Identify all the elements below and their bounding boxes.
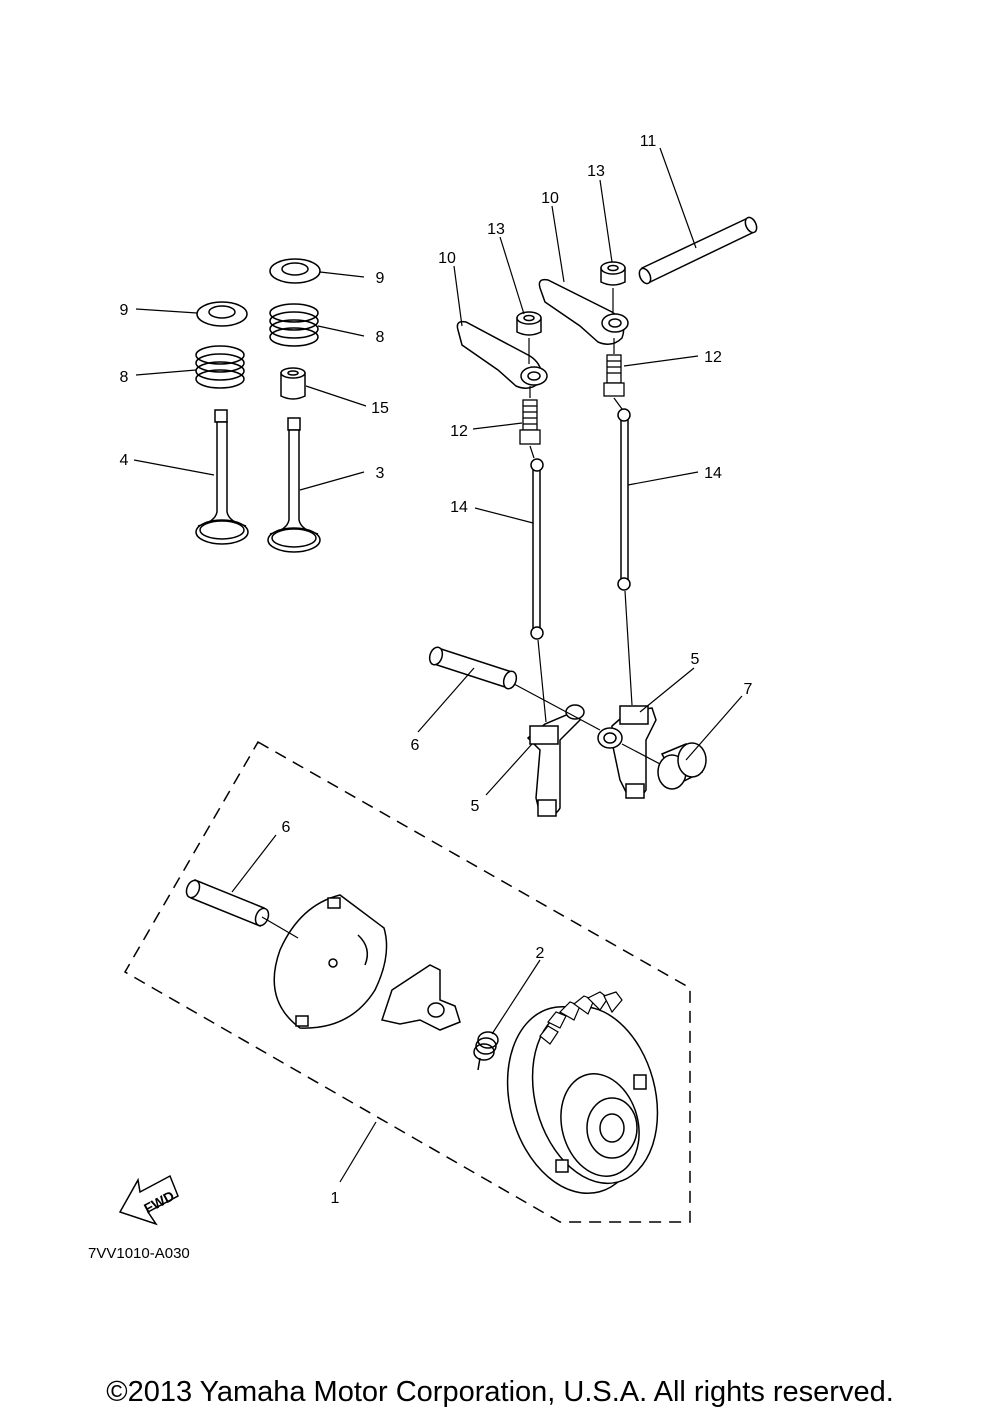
decompression-plate xyxy=(273,894,388,1029)
rocker-arm-right xyxy=(538,278,629,345)
callout-13-right: 13 xyxy=(587,163,605,180)
cam-follower-right xyxy=(597,705,657,799)
valve-spring-right xyxy=(269,303,319,347)
fwd-arrow: FWD xyxy=(118,1174,179,1226)
valve-spring-left xyxy=(195,345,245,389)
decompression-spring xyxy=(473,1031,499,1071)
collar xyxy=(657,742,707,790)
callout-3: 3 xyxy=(376,465,385,482)
callout-9-right: 9 xyxy=(376,270,385,287)
callout-12-left: 12 xyxy=(450,423,468,440)
callout-15: 15 xyxy=(371,400,389,417)
intake-valve xyxy=(195,409,249,545)
adjusting-screw-right xyxy=(603,354,625,397)
exhaust-valve xyxy=(267,417,321,553)
callout-1: 1 xyxy=(331,1190,340,1207)
nut-left xyxy=(516,311,542,336)
nut-right xyxy=(600,261,626,286)
push-rod-left xyxy=(530,458,544,640)
rocker-shaft xyxy=(638,216,758,285)
cam-follower-left xyxy=(526,704,585,817)
cam-shaft-pin xyxy=(185,878,270,928)
callout-5-right: 5 xyxy=(691,651,700,668)
callout-6-lower: 6 xyxy=(282,819,291,836)
valve-stem-seal xyxy=(280,367,306,400)
callout-12-right: 12 xyxy=(704,349,722,366)
adjusting-screw-left xyxy=(519,399,541,445)
callout-8-left: 8 xyxy=(120,369,129,386)
callout-4: 4 xyxy=(120,452,129,469)
valve-spring-retainer-right xyxy=(269,258,321,284)
callout-14-left: 14 xyxy=(450,499,468,516)
callout-10-right: 10 xyxy=(541,190,559,207)
callout-14-right: 14 xyxy=(704,465,722,482)
decompression-weight xyxy=(381,964,461,1031)
callout-11: 11 xyxy=(640,133,657,150)
callout-2: 2 xyxy=(536,945,545,962)
leader-lines xyxy=(133,147,743,1183)
push-rod-right xyxy=(617,408,631,591)
callout-9-left: 9 xyxy=(120,302,129,319)
callout-10-left: 10 xyxy=(438,250,456,267)
valve-spring-retainer-left xyxy=(196,301,248,327)
callout-5-left: 5 xyxy=(471,798,480,815)
callout-7: 7 xyxy=(744,681,753,698)
callout-6-upper: 6 xyxy=(411,737,420,754)
camshaft-gear xyxy=(506,991,659,1195)
diagram-code: 7VV1010-A030 xyxy=(88,1245,190,1262)
follower-shaft xyxy=(428,646,518,690)
rocker-arm-left xyxy=(456,320,548,389)
copyright-notice: ©2013 Yamaha Motor Corporation, U.S.A. A… xyxy=(106,1376,894,1408)
camshaft-assembly-outline xyxy=(123,740,691,1223)
callout-8-right: 8 xyxy=(376,329,385,346)
callout-13-left: 13 xyxy=(487,221,505,238)
